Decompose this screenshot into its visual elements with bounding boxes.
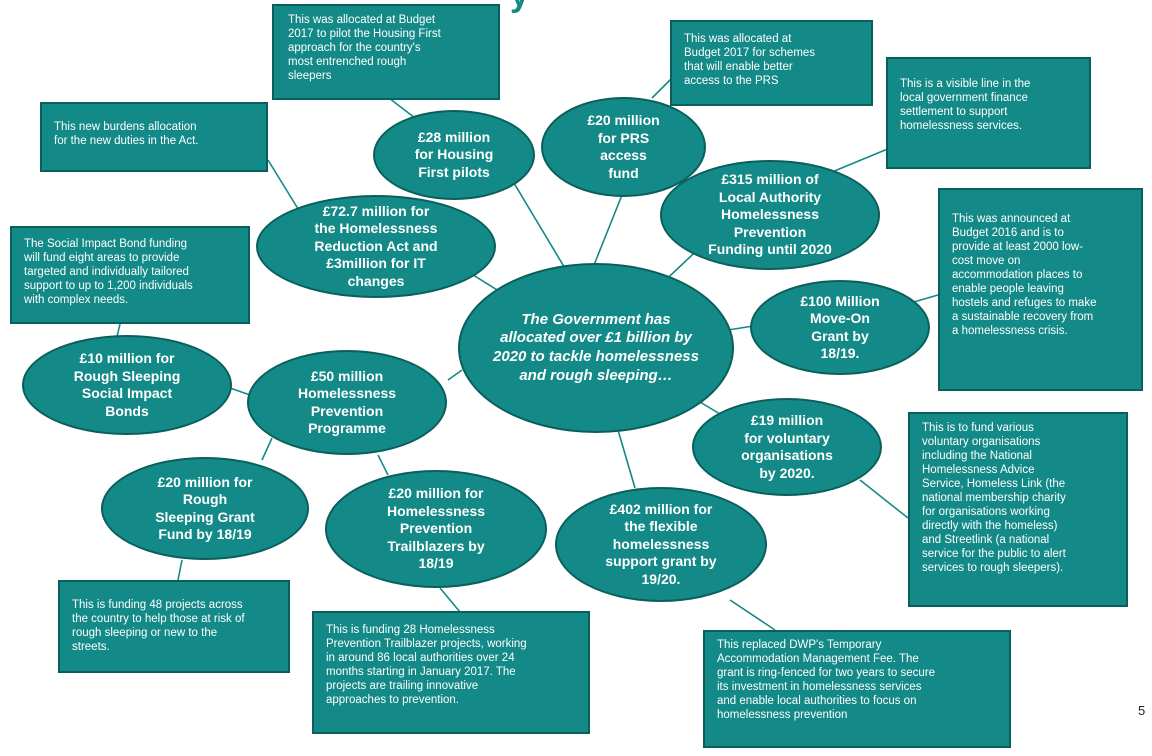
voluntary-orgs-oval: £19 million for voluntary organisations … [692,398,882,496]
note-social-impact-bonds: The Social Impact Bond funding will fund… [10,226,250,324]
page-number: 5 [1138,703,1146,718]
link-note-la [831,147,891,173]
note-housing-first: This was allocated at Budget 2017 to pil… [272,4,500,100]
rough-sleeping-grant-oval: £20 million for Rough Sleeping Grant Fun… [101,457,309,560]
link-center-programme [447,369,463,381]
note-rough-sleeping-grant: This is funding 48 projects across the c… [58,580,290,673]
note-flexible: This replaced DWP's Temporary Accommodat… [703,630,1011,748]
note-homelessness-reduction-act: This new burdens allocation for the new … [40,102,268,172]
note-voluntary: This is to fund various voluntary organi… [908,412,1128,607]
link-programme-roughgrant [261,437,273,461]
link-note-hra [267,159,301,213]
link-center-flexible [617,429,636,489]
homelessness-reduction-act-oval: £72.7 million for the Homelessness Reduc… [256,195,496,298]
center-summary-oval: The Government has allocated over £1 bil… [458,263,734,433]
note-move-on: This was announced at Budget 2016 and is… [938,188,1143,391]
slide-title-fragment: y [510,0,529,15]
housing-first-oval: £28 million for Housing First pilots [373,110,535,200]
link-programme-sib [229,387,251,396]
social-impact-bonds-oval: £10 million for Rough Sleeping Social Im… [22,335,232,435]
trailblazers-oval: £20 million for Homelessness Prevention … [325,470,547,588]
prevention-programme-oval: £50 million Homelessness Prevention Prog… [247,350,447,455]
link-note-voluntary [859,479,909,519]
note-prs: This was allocated at Budget 2017 for sc… [670,20,873,106]
la-prevention-oval: £315 million of Local Authority Homeless… [660,160,880,270]
note-la-prevention: This is a visible line in the local gove… [886,57,1091,169]
link-note-roughgrant [177,559,183,581]
link-note-flexible [729,599,776,631]
note-trailblazers: This is funding 28 Homelessness Preventi… [312,611,590,734]
link-note-trailblazers [439,587,461,613]
prs-fund-oval: £20 million for PRS access fund [541,97,706,197]
link-center-prs [589,194,623,276]
flexible-support-grant-oval: £402 million for the flexible homelessne… [555,487,767,602]
link-programme-trailblazers [377,454,389,476]
move-on-grant-oval: £100 Million Move-On Grant by 18/19. [750,280,930,375]
